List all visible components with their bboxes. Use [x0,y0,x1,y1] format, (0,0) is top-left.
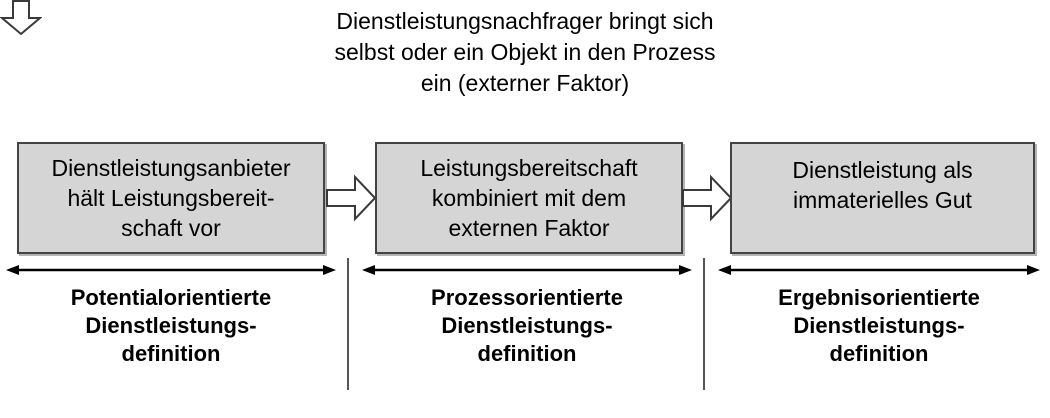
phase-divider-1 [347,258,349,390]
phase-label-process: Prozessorientierte Dienstleistungs- defi… [431,285,623,366]
down-block-arrow-icon [0,0,43,36]
process-box-potential: Dienstleistungsanbieter hält Leistungsbe… [17,142,325,254]
span-arrow-icon-potential [6,262,336,278]
process-box-process: Leistungsbereitschaft kombiniert mit dem… [375,142,683,254]
phase-divider-2 [703,258,705,390]
phase-label-result: Ergebnisorientierte Dienstleistungs- def… [778,285,980,366]
span-arrow-icon-result [718,262,1040,278]
right-block-arrow-icon-2 [681,173,733,223]
phase-label-potential: Potentialorientierte Dienstleistungs- de… [70,285,272,366]
process-box-result: Dienstleistung als immaterielles Gut [730,142,1035,254]
process-box-potential-label: Dienstleistungsanbieter hält Leistungsbe… [51,155,291,241]
process-box-process-label: Leistungsbereitschaft kombiniert mit dem… [420,155,638,241]
process-box-result-label: Dienstleistung als immaterielles Gut [792,157,973,213]
right-block-arrow-icon-1 [325,173,377,223]
span-arrow-icon-process [362,262,692,278]
external-factor-caption: Dienstleistungsnachfrager bringt sich se… [334,8,716,96]
